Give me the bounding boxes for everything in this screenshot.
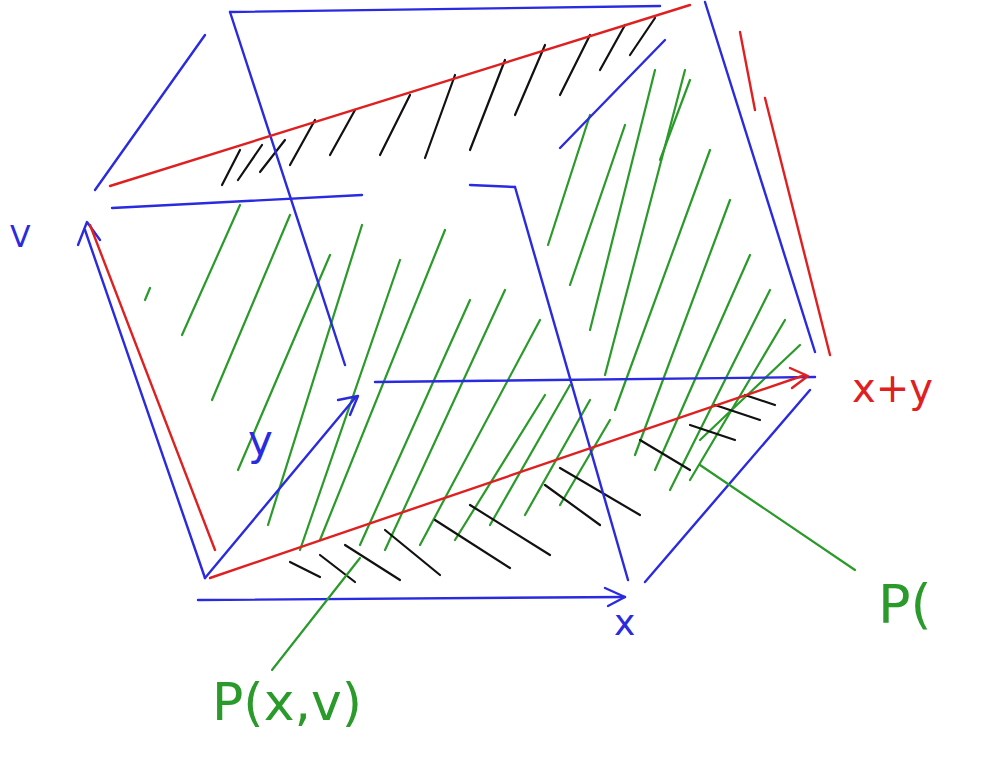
area-label: P(x,v) [212,676,362,728]
vector-label: V [10,222,31,252]
vector-label: x [614,605,635,641]
red-lines [90,5,830,578]
area-label: P( [878,578,932,632]
vector-label: y [248,420,273,462]
leader-lines [272,465,855,670]
black-hatching [222,18,775,582]
blue-edges [78,2,815,606]
sum-label: x+y [852,368,933,408]
